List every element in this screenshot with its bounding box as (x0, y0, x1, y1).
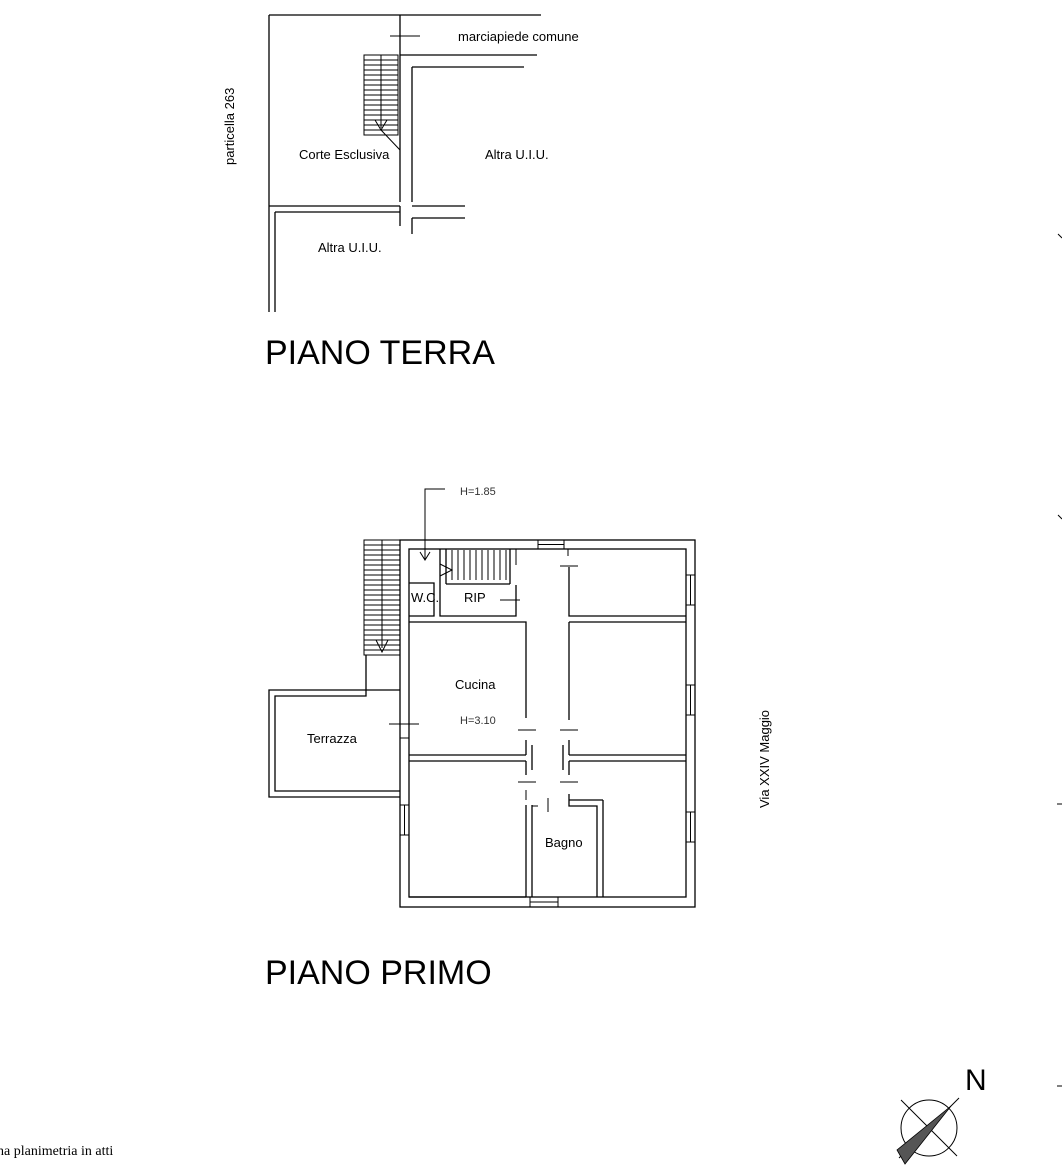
first-floor-plan: H=1.85 W.C. RIP Cucina H=3.10 Terrazza B… (265, 486, 772, 992)
ground-staircase (363, 54, 401, 151)
ground-floor-title: PIANO TERRA (265, 334, 495, 372)
bathroom-label: Bagno (545, 835, 583, 850)
parcel-label: particella 263 (222, 88, 237, 165)
building-outer-wall (399, 539, 696, 908)
height-main-label: H=3.10 (460, 715, 496, 727)
other-unit-bottom-label: Altra U.I.U. (318, 240, 382, 255)
kitchen-wall-top (409, 621, 527, 718)
other-unit-right-label: Altra U.I.U. (485, 147, 549, 162)
kitchen-label: Cucina (455, 677, 496, 692)
first-floor-title: PIANO PRIMO (265, 954, 492, 992)
inner-staircase (451, 550, 507, 580)
first-floor-staircase (363, 539, 401, 656)
right-room-top-wall (568, 567, 686, 617)
windows (399, 539, 696, 908)
storage-wall (439, 549, 517, 617)
street-label: Via XXIV Maggio (757, 710, 772, 808)
north-label: N (965, 1064, 987, 1097)
height-leader (424, 488, 445, 560)
courtyard-label: Corte Esclusiva (299, 147, 390, 162)
wc-wall (409, 582, 435, 617)
wc-label: W.C. (411, 590, 439, 605)
edge-marks (1057, 233, 1062, 1087)
footer-note: na planimetria in atti (0, 1144, 113, 1159)
ground-floor-plan: marciapiede comune particella 263 Corte … (222, 14, 579, 372)
sidewalk-label: marciapiede comune (458, 29, 579, 44)
height-top-label: H=1.85 (460, 486, 496, 498)
north-arrow-icon: N (896, 1064, 987, 1165)
storage-label: RIP (464, 590, 486, 605)
terrace (268, 655, 419, 798)
terrace-label: Terrazza (307, 731, 358, 746)
